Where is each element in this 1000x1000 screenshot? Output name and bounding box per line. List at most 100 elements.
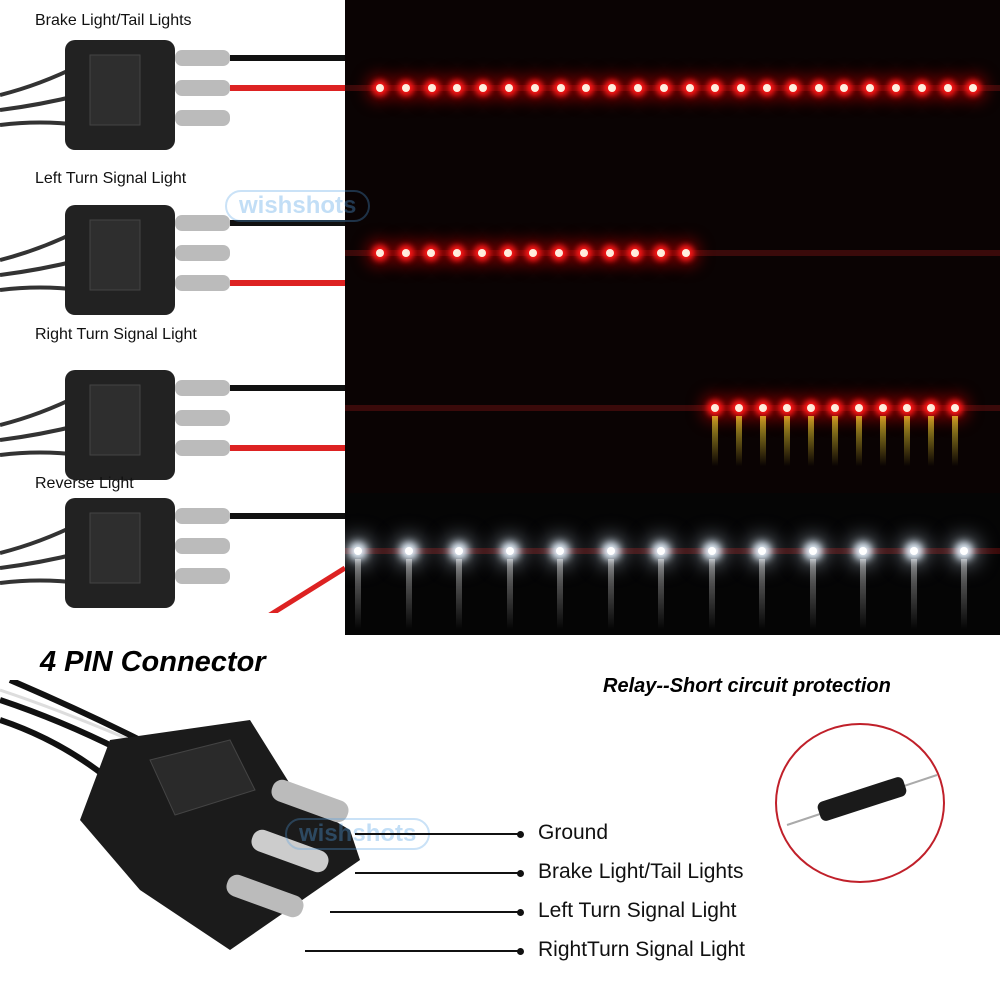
led-reflection xyxy=(904,416,910,466)
led-reflection xyxy=(832,416,838,466)
led xyxy=(376,84,384,92)
led xyxy=(879,404,887,412)
led xyxy=(608,84,617,92)
led xyxy=(556,547,564,555)
led-strip xyxy=(345,85,1000,91)
led xyxy=(763,84,771,92)
led-strip-panel xyxy=(345,165,1000,330)
led xyxy=(657,547,665,555)
four-pin-connector-image xyxy=(0,680,360,950)
led xyxy=(503,249,512,257)
led xyxy=(427,84,436,92)
row-label: Right Turn Signal Light xyxy=(35,326,197,343)
watermark: wishshots xyxy=(225,190,371,222)
led xyxy=(855,404,863,412)
led xyxy=(707,547,716,555)
led xyxy=(631,249,639,257)
pin-leader-line xyxy=(305,950,520,952)
led xyxy=(951,404,959,412)
led-reflection xyxy=(759,559,765,629)
led xyxy=(505,84,513,92)
led xyxy=(529,249,537,257)
pin-leader-dot xyxy=(517,870,524,877)
led xyxy=(737,84,746,92)
led xyxy=(711,404,719,412)
led xyxy=(401,249,410,257)
row-label: Reverse Light xyxy=(35,475,134,492)
led-reflection xyxy=(736,416,742,466)
led-reflection xyxy=(928,416,934,466)
led xyxy=(685,84,694,92)
led xyxy=(960,547,968,555)
pin-label: Ground xyxy=(538,821,609,844)
led xyxy=(354,547,362,555)
led xyxy=(453,84,462,92)
led-reflection xyxy=(961,559,967,629)
relay-circle xyxy=(775,723,945,883)
led-reflection xyxy=(808,416,814,466)
led xyxy=(530,84,539,92)
led xyxy=(711,84,720,92)
led-reflection xyxy=(506,559,513,629)
pin-label: Left Turn Signal Light xyxy=(538,899,737,922)
pin-leader-line xyxy=(355,833,520,835)
connector-probe-image xyxy=(0,200,345,325)
led xyxy=(859,547,867,555)
led xyxy=(634,84,642,92)
led xyxy=(376,249,384,257)
led-strip-panel xyxy=(345,493,1000,635)
led xyxy=(582,84,591,92)
led xyxy=(866,84,875,92)
led xyxy=(735,404,743,412)
led xyxy=(909,547,918,555)
connector-title: 4 PIN Connector xyxy=(40,646,266,678)
pin-leader-dot xyxy=(517,948,524,955)
connector-probe-image xyxy=(0,365,345,490)
led xyxy=(659,84,668,92)
led-reflection xyxy=(658,559,664,629)
led-reflection xyxy=(760,416,766,466)
connector-probe-image xyxy=(0,35,345,160)
led xyxy=(455,547,463,555)
led xyxy=(554,249,563,257)
led-reflection xyxy=(708,559,715,629)
led-reflection xyxy=(910,559,917,629)
led-reflection xyxy=(557,559,563,629)
led xyxy=(478,249,486,257)
led xyxy=(831,404,839,412)
led-reflection xyxy=(880,416,886,466)
led-reflection xyxy=(784,416,790,466)
row-label: Brake Light/Tail Lights xyxy=(35,12,192,29)
led xyxy=(427,249,435,257)
led-strip xyxy=(345,250,1000,256)
led xyxy=(788,84,797,92)
led xyxy=(682,249,690,257)
led-reflection xyxy=(952,416,958,466)
led-reflection xyxy=(405,559,412,629)
led xyxy=(606,547,615,555)
led xyxy=(556,84,565,92)
led xyxy=(758,547,766,555)
led xyxy=(807,404,815,412)
led-strip xyxy=(345,405,1000,411)
led xyxy=(505,547,514,555)
pin-label: Brake Light/Tail Lights xyxy=(538,860,744,883)
pin-leader-line xyxy=(330,911,520,913)
connector-probe-image xyxy=(0,493,347,621)
led xyxy=(903,404,911,412)
led xyxy=(892,84,900,92)
led xyxy=(969,84,978,92)
led xyxy=(759,404,767,412)
relay-image xyxy=(786,774,938,826)
led-reflection xyxy=(607,559,614,629)
pin-leader-line xyxy=(355,872,520,874)
led xyxy=(404,547,413,555)
led-reflection xyxy=(712,416,718,466)
pin-leader-dot xyxy=(517,909,524,916)
led-reflection xyxy=(856,416,862,466)
led xyxy=(580,249,588,257)
row-label: Left Turn Signal Light xyxy=(35,170,187,187)
pin-label: RightTurn Signal Light xyxy=(538,938,746,961)
led xyxy=(927,404,935,412)
led xyxy=(814,84,823,92)
